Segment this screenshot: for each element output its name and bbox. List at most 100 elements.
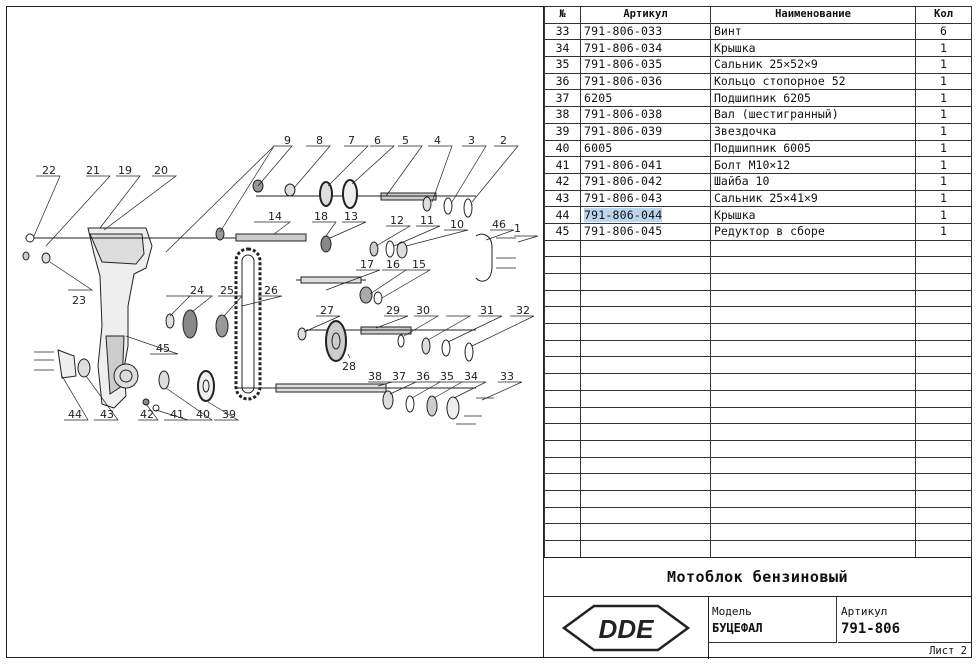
callout-24: 24 bbox=[190, 284, 204, 297]
empty-cell bbox=[710, 523, 916, 541]
cell-article: 791-806-035 bbox=[580, 56, 711, 74]
cell-article: 791-806-042 bbox=[580, 172, 711, 191]
selected-article-text[interactable]: 791-806-044 bbox=[584, 207, 663, 222]
cell-num: 43 bbox=[544, 189, 581, 208]
empty-cell bbox=[710, 423, 916, 441]
empty-cell bbox=[710, 373, 916, 391]
header-qty: Кол bbox=[915, 6, 972, 24]
empty-row bbox=[544, 506, 972, 525]
callout-19: 19 bbox=[118, 164, 132, 177]
empty-cell bbox=[710, 506, 916, 525]
empty-cell bbox=[580, 239, 711, 258]
cell-name: Болт М10×12 bbox=[710, 156, 916, 174]
empty-cell bbox=[915, 339, 972, 358]
empty-cell bbox=[580, 273, 711, 291]
callout-1: 1 bbox=[514, 222, 521, 235]
cell-article: 6205 bbox=[580, 89, 711, 108]
empty-cell bbox=[544, 356, 581, 375]
callout-21: 21 bbox=[86, 164, 100, 177]
callout-35: 35 bbox=[440, 370, 454, 383]
empty-cell bbox=[580, 389, 711, 408]
header-name: Наименование bbox=[710, 6, 916, 24]
cell-name: Кольцо стопорное 52 bbox=[710, 72, 916, 91]
callout-5: 5 bbox=[402, 134, 409, 147]
empty-row bbox=[544, 339, 972, 358]
exploded-view-drawing: 1 2 3 4 5 6 7 8 9 10 11 12 13 14 15 16 1… bbox=[6, 6, 543, 658]
drawing-sheet bbox=[6, 6, 972, 658]
empty-cell bbox=[915, 256, 972, 274]
empty-cell bbox=[710, 306, 916, 325]
table-header: № Артикул Наименование Кол bbox=[544, 6, 972, 24]
empty-cell bbox=[544, 306, 581, 325]
dde-logo: DDE bbox=[544, 597, 709, 659]
empty-cell bbox=[580, 289, 711, 308]
cell-article: 791-806-043 bbox=[580, 189, 711, 208]
empty-cell bbox=[580, 439, 711, 458]
callout-40: 40 bbox=[196, 408, 210, 421]
cell-qty: 1 bbox=[915, 139, 972, 158]
cell-qty: 1 bbox=[915, 89, 972, 108]
product-title: Мотоблок бензиновый bbox=[544, 558, 971, 597]
callout-9: 9 bbox=[284, 134, 291, 147]
article-caption: Артикул bbox=[841, 605, 888, 618]
empty-cell bbox=[915, 540, 972, 558]
empty-cell bbox=[544, 339, 581, 358]
cell-article: 791-806-033 bbox=[580, 22, 711, 41]
cell-num: 33 bbox=[544, 22, 581, 41]
empty-row bbox=[544, 540, 972, 558]
callout-37: 37 bbox=[392, 370, 406, 383]
cell-num: 38 bbox=[544, 106, 581, 124]
model-value: БУЦЕФАЛ bbox=[712, 621, 763, 635]
callout-26: 26 bbox=[264, 284, 278, 297]
model-caption: Модель bbox=[712, 605, 752, 618]
cell-article: 791-806-041 bbox=[580, 156, 711, 174]
empty-cell bbox=[544, 389, 581, 408]
empty-cell bbox=[710, 356, 916, 375]
cell-qty: 6 bbox=[915, 22, 972, 41]
empty-cell bbox=[580, 373, 711, 391]
cell-num: 41 bbox=[544, 156, 581, 174]
callout-38: 38 bbox=[368, 370, 382, 383]
callout-43: 43 bbox=[100, 408, 114, 421]
callout-14: 14 bbox=[268, 210, 282, 223]
empty-cell bbox=[544, 323, 581, 341]
empty-cell bbox=[915, 239, 972, 258]
empty-cell bbox=[915, 306, 972, 325]
cell-num: 34 bbox=[544, 39, 581, 58]
empty-cell bbox=[710, 323, 916, 341]
empty-row bbox=[544, 373, 972, 391]
cell-article: 791-806-038 bbox=[580, 106, 711, 124]
empty-cell bbox=[710, 473, 916, 491]
empty-cell bbox=[580, 256, 711, 274]
empty-cell bbox=[544, 406, 581, 425]
empty-row bbox=[544, 289, 972, 308]
cell-article: 791-806-036 bbox=[580, 72, 711, 91]
empty-row bbox=[544, 389, 972, 408]
cell-name: Сальник 25×41×9 bbox=[710, 189, 916, 208]
callout-6: 6 bbox=[374, 134, 381, 147]
callout-13: 13 bbox=[344, 210, 358, 223]
callout-12: 12 bbox=[390, 214, 404, 227]
cell-name: Подшипник 6005 bbox=[710, 139, 916, 158]
empty-cell bbox=[915, 389, 972, 408]
empty-row bbox=[544, 423, 972, 441]
cell-num: 40 bbox=[544, 139, 581, 158]
empty-row bbox=[544, 323, 972, 341]
callout-29: 29 bbox=[386, 304, 400, 317]
cell-qty: 1 bbox=[915, 122, 972, 141]
cell-name: Вал (шестигранный) bbox=[710, 106, 916, 124]
callout-34: 34 bbox=[464, 370, 478, 383]
empty-row bbox=[544, 306, 972, 325]
empty-cell bbox=[580, 306, 711, 325]
cell-name: Крышка bbox=[710, 39, 916, 58]
bolts bbox=[34, 237, 516, 425]
empty-cell bbox=[544, 473, 581, 491]
empty-row bbox=[544, 356, 972, 375]
empty-cell bbox=[580, 339, 711, 358]
cell-num: 45 bbox=[544, 222, 581, 241]
